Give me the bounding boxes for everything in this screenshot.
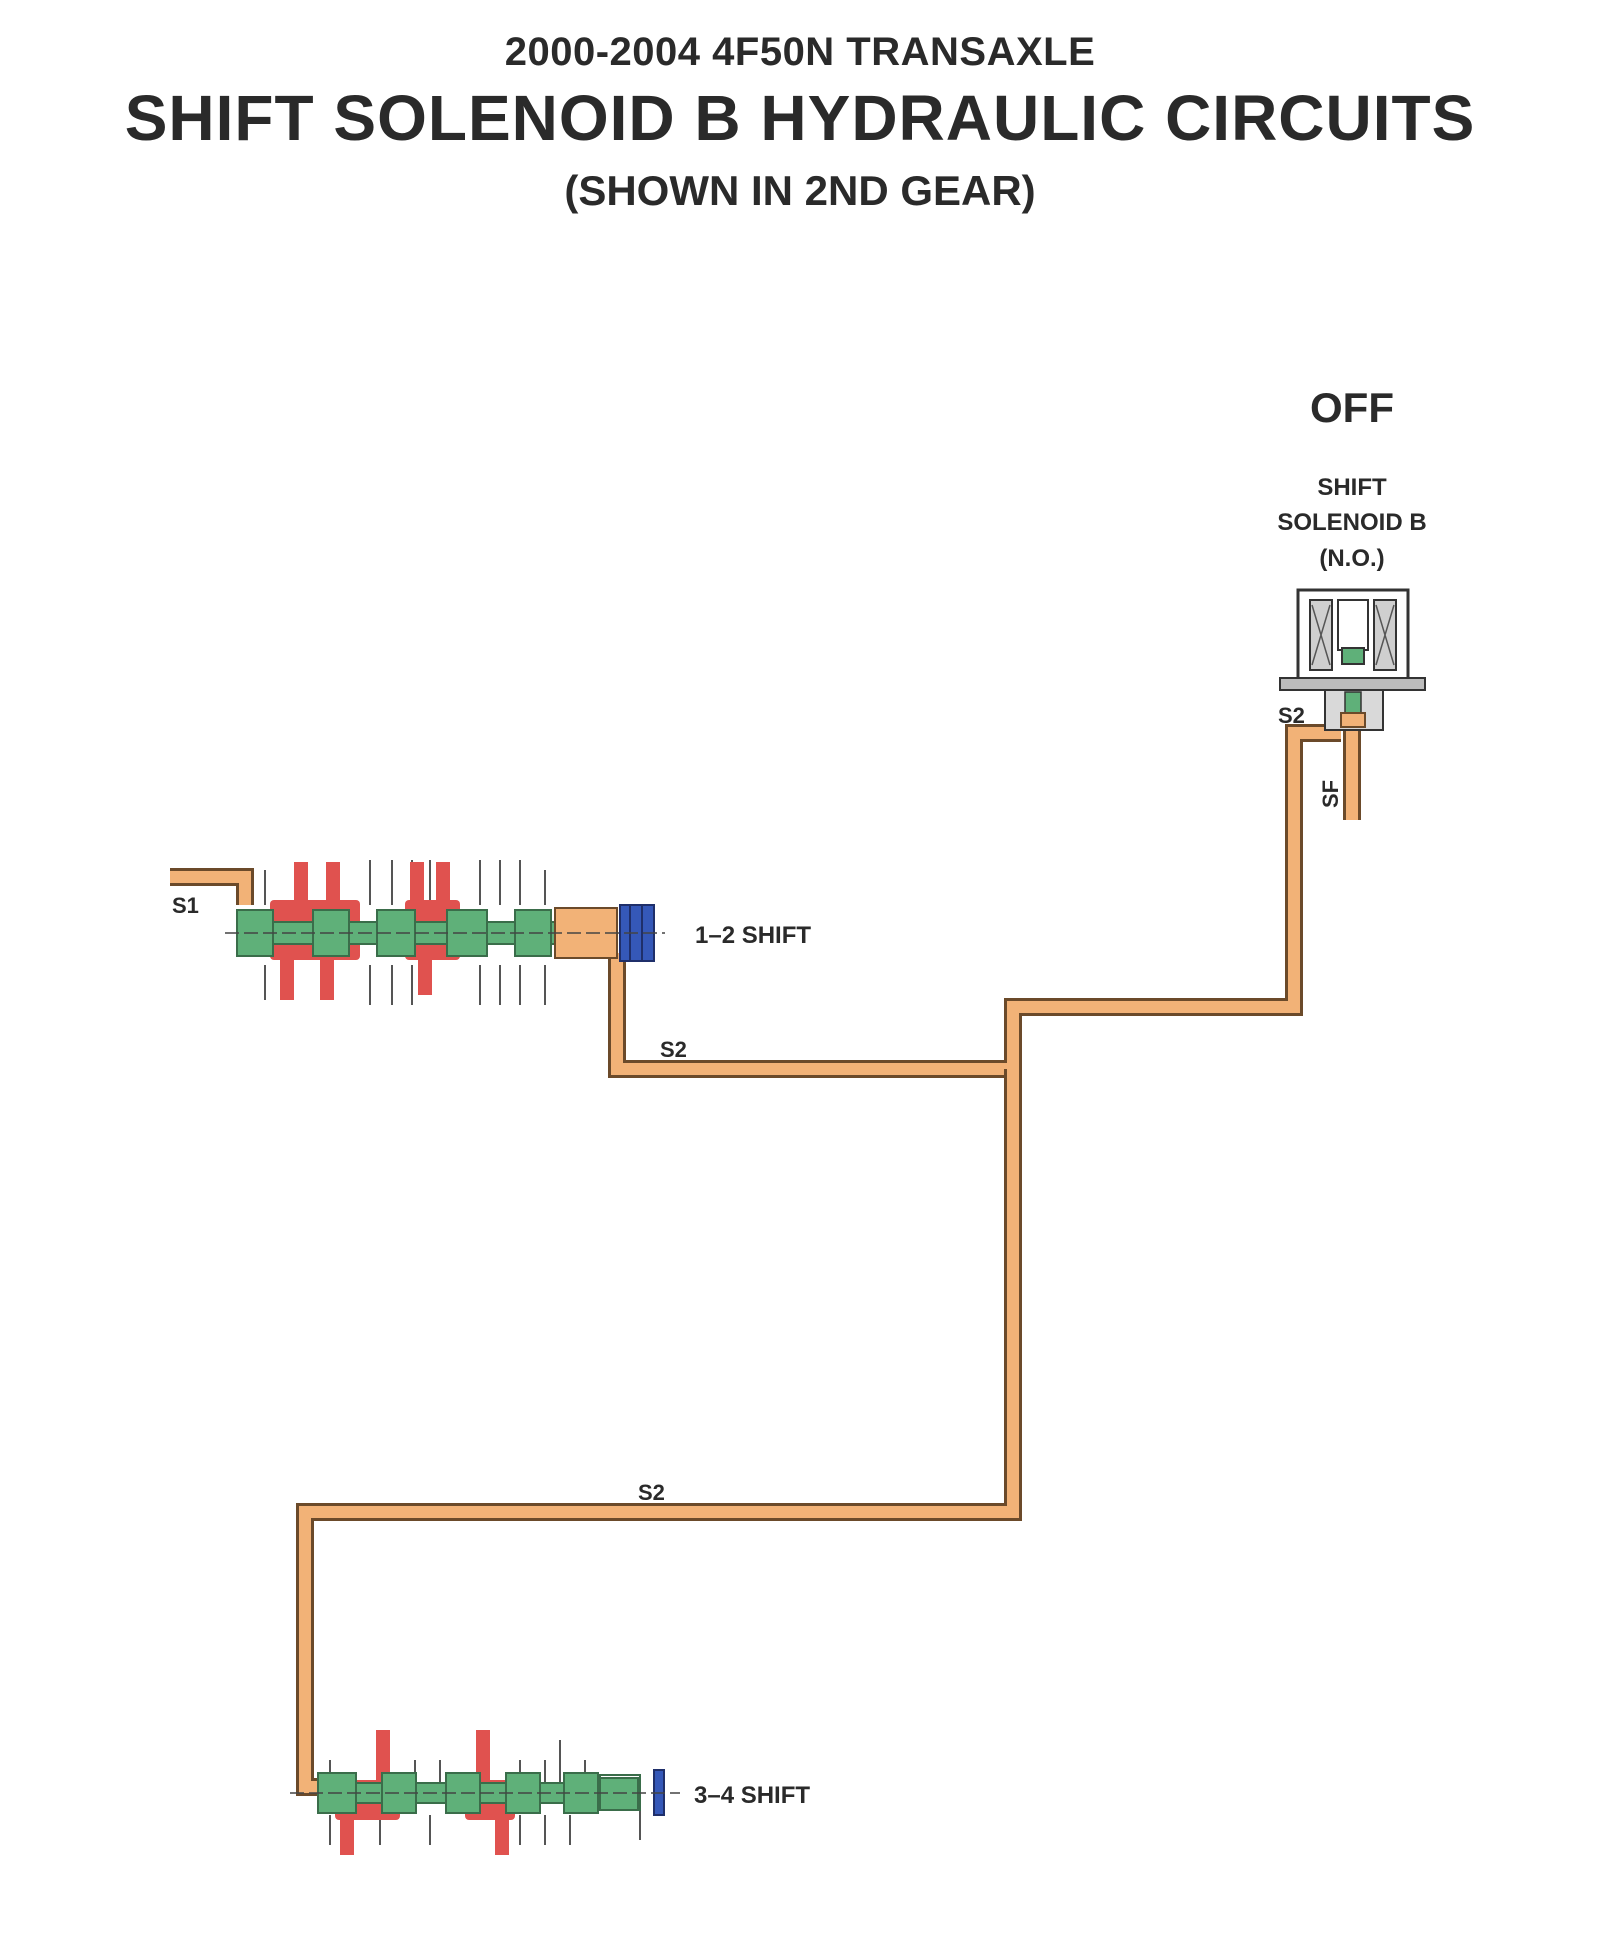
diagram-subtitle-top: 2000-2004 4F50N TRANSAXLE bbox=[504, 30, 1096, 74]
diagram-title: SHIFT SOLENOID B HYDRAULIC CIRCUITS bbox=[124, 82, 1476, 154]
circuit-label-s1: S1 bbox=[172, 893, 199, 918]
circuit-label-s2-upper: S2 bbox=[660, 1037, 687, 1062]
s1-passage-fill bbox=[170, 871, 251, 905]
valve-12-bore bbox=[264, 860, 546, 1005]
shift-solenoid-b bbox=[1279, 588, 1426, 731]
solenoid-plunger bbox=[1341, 647, 1365, 665]
valve-label-12-shift: 1–2 SHIFT bbox=[695, 922, 811, 949]
solenoid-fluid-port bbox=[1340, 712, 1366, 728]
circuit-label-sf: SF bbox=[1318, 780, 1343, 808]
s2-passage-outline bbox=[608, 724, 1341, 1078]
solenoid-name-line2: SOLENOID B bbox=[1277, 509, 1426, 536]
s2-passage bbox=[170, 724, 1361, 1796]
solenoid-winding-hatch bbox=[1311, 604, 1395, 666]
solenoid-armature bbox=[1337, 599, 1369, 651]
s2-passage-fill bbox=[611, 727, 1341, 1075]
shift-valve-34 bbox=[290, 1730, 680, 1855]
diagram-gear-note: (SHOWN IN 2ND GEAR) bbox=[564, 167, 1036, 214]
valve-label-34-shift: 3–4 SHIFT bbox=[694, 1782, 810, 1809]
solenoid-type-label: (N.O.) bbox=[1319, 545, 1384, 572]
circuit-label-s2-lower: S2 bbox=[638, 1480, 665, 1505]
solenoid-mount-flange bbox=[1279, 677, 1426, 691]
s2-lower-passage-fill bbox=[299, 1069, 1019, 1793]
solenoid-state-label: OFF bbox=[1310, 384, 1394, 431]
circuit-label-s2-solenoid: S2 bbox=[1278, 703, 1305, 728]
title-block: 2000-2004 4F50N TRANSAXLE SHIFT SOLENOID… bbox=[0, 30, 1600, 215]
shift-valve-12 bbox=[225, 860, 665, 1005]
s2-lower-passage-outline bbox=[296, 1069, 1022, 1796]
solenoid-name-line1: SHIFT bbox=[1317, 474, 1387, 501]
